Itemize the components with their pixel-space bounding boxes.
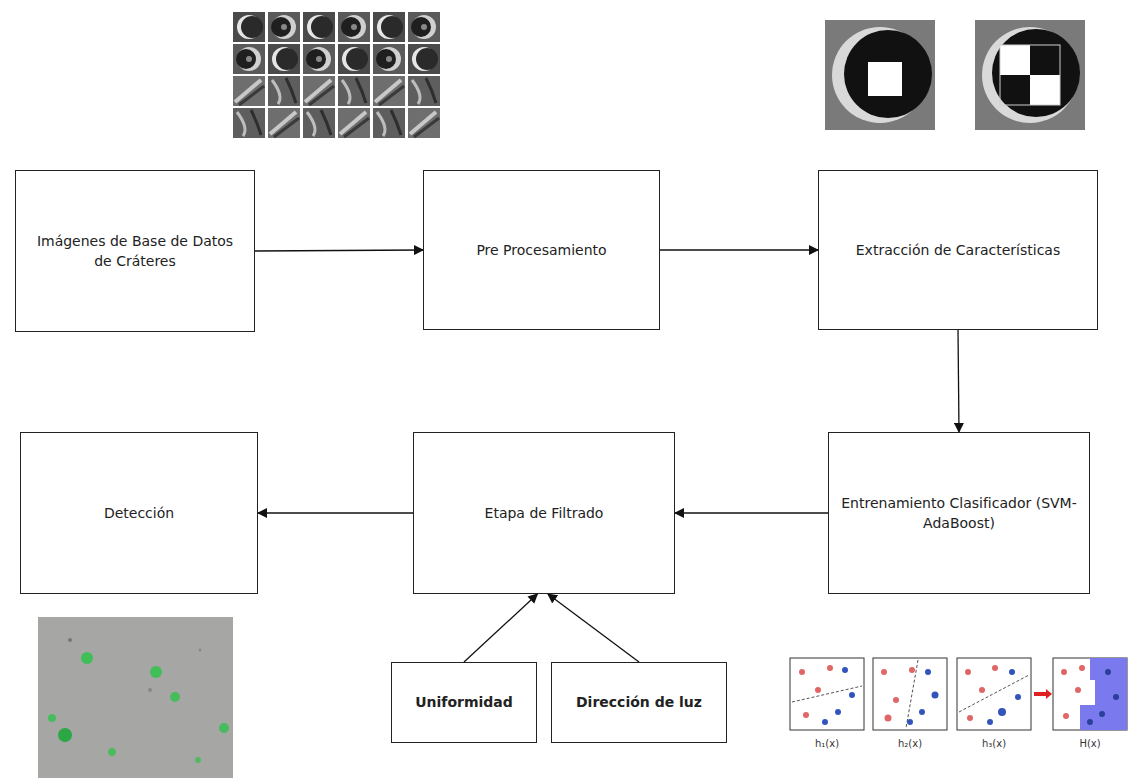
process-box: Detección <box>20 432 258 594</box>
process-box: Extracción de Características <box>818 170 1098 330</box>
flow-arrow <box>660 249 818 250</box>
box-label: Dirección de luz <box>576 692 702 712</box>
box-label: Extracción de Características <box>856 240 1060 260</box>
classifier-label: h₂(x) <box>898 738 922 749</box>
flow-arrow <box>464 594 537 662</box>
process-box: Etapa de Filtrado <box>413 432 675 594</box>
flow-arrow <box>958 330 959 432</box>
flow-arrow <box>675 512 828 513</box>
flow-arrow <box>255 250 423 251</box>
haar-feature-image <box>975 20 1085 130</box>
process-box: Uniformidad <box>391 662 537 743</box>
classifier-label: h₃(x) <box>982 738 1006 749</box>
box-label: Etapa de Filtrado <box>485 503 604 523</box>
process-box: Pre Procesamiento <box>423 170 660 330</box>
box-label: Pre Procesamiento <box>476 240 606 260</box>
classifier-label: H(x) <box>1079 738 1100 749</box>
flow-arrow <box>258 512 413 513</box>
box-label: Imágenes de Base de Datos de Cráteres <box>28 231 242 272</box>
detection-image <box>38 617 233 778</box>
box-label: Entrenamiento Clasificador (SVM-AdaBoost… <box>841 493 1077 534</box>
box-label: Detección <box>104 503 174 523</box>
box-label: Uniformidad <box>415 692 513 712</box>
classifier-label: h₁(x) <box>815 738 839 749</box>
process-box: Entrenamiento Clasificador (SVM-AdaBoost… <box>828 432 1090 594</box>
boosting-illustration <box>790 658 1127 730</box>
haar-feature-image <box>825 20 935 130</box>
crater-mosaic <box>231 9 443 140</box>
flow-arrow <box>548 594 639 662</box>
process-box: Dirección de luz <box>551 662 727 743</box>
process-box: Imágenes de Base de Datos de Cráteres <box>15 170 255 332</box>
